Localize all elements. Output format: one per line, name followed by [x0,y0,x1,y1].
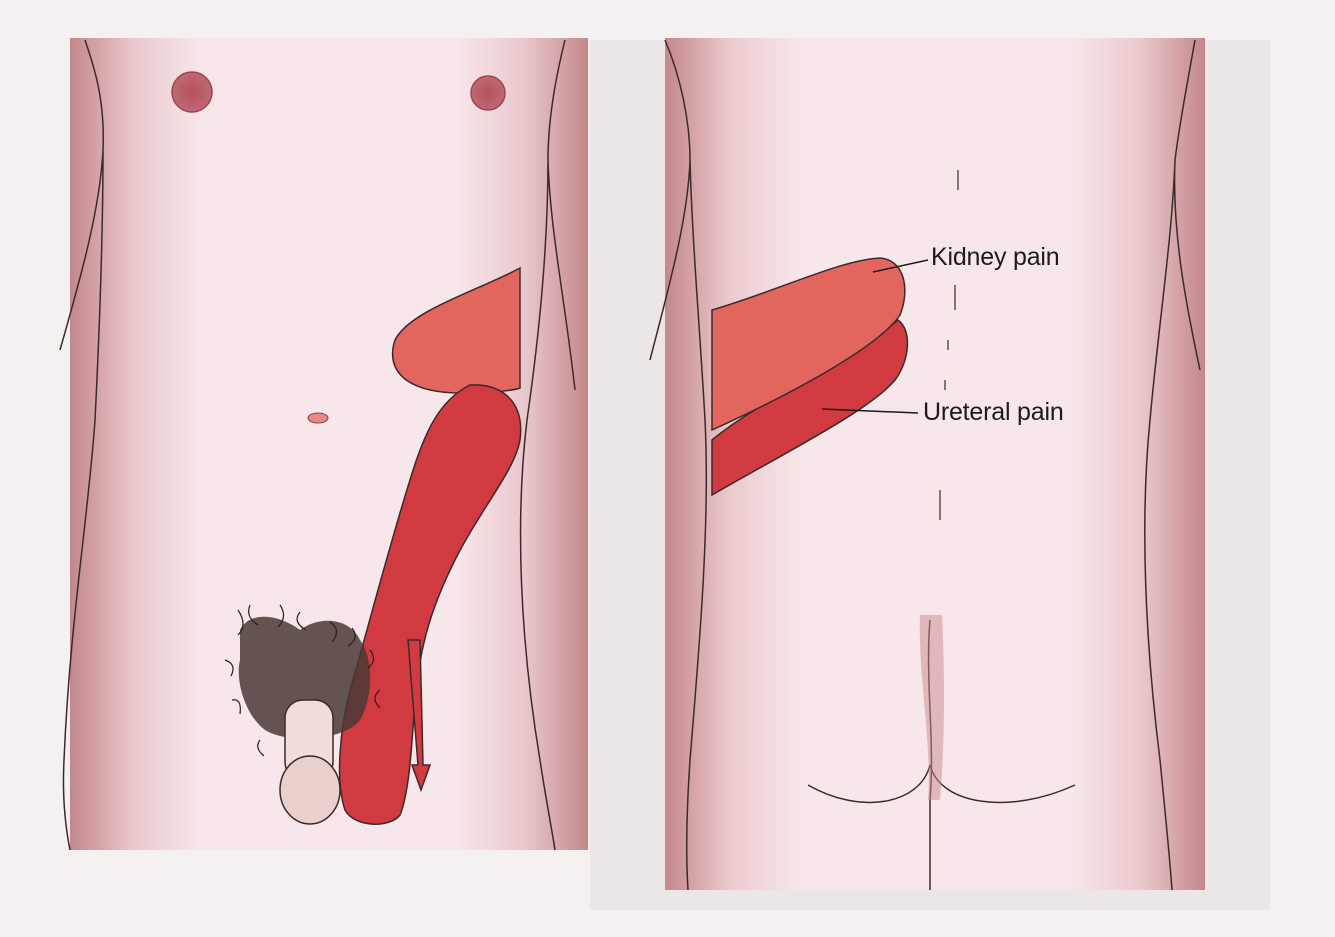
ureteral-pain-label: Ureteral pain [923,398,1064,427]
back-view-panel [650,38,1205,890]
navel [308,413,328,423]
kidney-pain-label: Kidney pain [931,243,1059,272]
right-nipple [471,76,505,110]
front-view-panel [60,38,588,850]
left-nipple [172,72,212,112]
